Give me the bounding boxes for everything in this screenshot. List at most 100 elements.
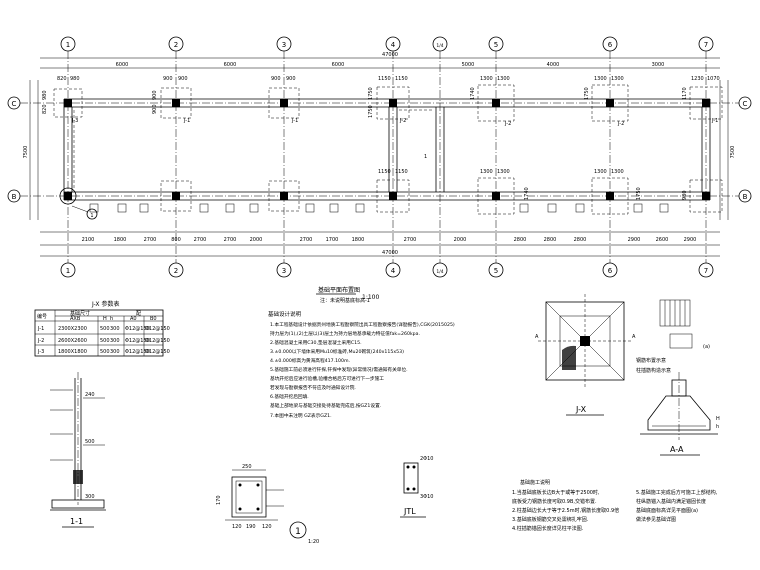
column bbox=[64, 192, 72, 200]
dim: 250 bbox=[242, 464, 252, 470]
th: h bbox=[110, 316, 113, 322]
dim: 1750 bbox=[584, 87, 590, 100]
dim: 1750 bbox=[368, 105, 374, 118]
dim: 2700 bbox=[144, 237, 157, 243]
cell: 500 bbox=[100, 349, 110, 355]
span-dim: 6000 bbox=[224, 62, 237, 68]
total-dim-bottom: 47000 bbox=[382, 250, 398, 256]
dim: 1300 bbox=[594, 169, 607, 175]
dim: 980 bbox=[70, 76, 80, 82]
axis-label: C bbox=[12, 100, 17, 108]
bnote-right: 基础底面标高详见平面图(a) bbox=[636, 507, 698, 514]
footings-row-c bbox=[53, 84, 723, 122]
axis-label: 4 bbox=[391, 41, 396, 49]
bnotes-title: 基础施工说明 bbox=[520, 479, 550, 486]
design-notes: 基础设计说明 1.本工程基础设计依据贵州地质工程勘察院出具工程勘察报告(详勘报告… bbox=[268, 310, 455, 419]
bay-dim-right: 7500 bbox=[730, 146, 736, 159]
column bbox=[172, 99, 180, 107]
footing-tag: J-2 bbox=[399, 118, 406, 124]
dim: 1300 bbox=[480, 76, 493, 82]
bay-dim-left: 7500 bbox=[23, 146, 29, 159]
column bbox=[280, 99, 288, 107]
dim: 2000 bbox=[250, 237, 263, 243]
section-detail-1: 250 120 190 120 170 1 1:20 bbox=[216, 464, 319, 545]
bnote-line: 4.柱插筋锚固长度详见柱平法图. bbox=[512, 525, 584, 532]
dim: 2900 bbox=[628, 237, 641, 243]
detail-text: 柱插筋构造示意 bbox=[636, 367, 671, 374]
cell: Φ12@150 bbox=[125, 326, 150, 332]
jtl-label: JTL bbox=[403, 507, 416, 516]
axis-bubbles-side: C B C B bbox=[7, 96, 752, 203]
dim: 2700 bbox=[404, 237, 417, 243]
rebar: 3Φ10 bbox=[420, 494, 433, 500]
cell: J-3 bbox=[37, 349, 44, 355]
dim: 1740 bbox=[470, 87, 476, 100]
dim: 1300 bbox=[497, 169, 510, 175]
bottom-dims: 2100 1800 2700 800 2700 2700 2000 2700 1… bbox=[82, 237, 697, 243]
column bbox=[702, 99, 710, 107]
axis-label: 4 bbox=[391, 267, 396, 275]
span-dim: 3000 bbox=[652, 62, 665, 68]
dim: 1740 bbox=[524, 187, 530, 200]
dim: 240 bbox=[85, 392, 95, 398]
axis-label: 6 bbox=[608, 267, 613, 275]
aa-mark: h bbox=[716, 424, 719, 430]
dim: 1800 bbox=[352, 237, 365, 243]
total-dim-top: 47000 bbox=[382, 52, 398, 58]
bnote-line: 2.柱基础边长大于等于2.5m时,钢筋长度取0.9倍 bbox=[512, 507, 619, 514]
section-aa: H h A-A bbox=[640, 372, 720, 456]
param-table: J-X 参数表 编号 基础尺寸 配 AXB H h A0 B0 J-1 2300… bbox=[34, 300, 170, 357]
jx-mark: A bbox=[535, 334, 539, 340]
detail-text: 钢筋布置示意 bbox=[636, 357, 666, 364]
aa-mark: H bbox=[716, 416, 720, 422]
dim: 1300 bbox=[611, 169, 624, 175]
axis-label: 2 bbox=[174, 41, 178, 49]
bottom-notes: 基础施工说明 1.当基础底板长边B大于或等于2500时, 底板受力钢筋长度可取0… bbox=[512, 479, 718, 532]
column bbox=[492, 192, 500, 200]
detail-mark: (a) bbox=[703, 344, 710, 350]
aa-label: A-A bbox=[670, 445, 684, 454]
section-jx: A A J-X bbox=[535, 294, 636, 416]
dim: 2800 bbox=[544, 237, 557, 243]
span-dim: 6000 bbox=[332, 62, 345, 68]
dim: 980 bbox=[42, 90, 48, 100]
footing bbox=[689, 86, 723, 120]
note-line: 7.本图中未注明 GZ表示GZ1. bbox=[270, 412, 332, 419]
cell: 300 bbox=[110, 349, 120, 355]
note-line: 1.本工程基础设计依据贵州地质工程勘察院出具工程勘察报告(详勘报告),CGK(2… bbox=[270, 321, 455, 328]
column bbox=[172, 192, 180, 200]
dim: 120 bbox=[262, 524, 272, 530]
footing bbox=[591, 177, 629, 215]
axis-label: 6 bbox=[608, 41, 613, 49]
column bbox=[389, 192, 397, 200]
footing bbox=[160, 87, 192, 119]
cell: J-2 bbox=[37, 338, 44, 344]
dim: 900 bbox=[286, 76, 296, 82]
section-jtl: 2Φ10 3Φ10 JTL bbox=[400, 456, 433, 518]
footing bbox=[376, 86, 410, 120]
cell: 2600X2600 bbox=[58, 338, 87, 344]
notes-title: 基础设计说明 bbox=[268, 310, 302, 318]
dim: 2800 bbox=[574, 237, 587, 243]
cell: Φ12@150 bbox=[145, 349, 170, 355]
footing bbox=[591, 84, 629, 122]
jx-label: J-X bbox=[575, 405, 587, 414]
footing-tag: J-3 bbox=[71, 118, 78, 124]
column bbox=[389, 99, 397, 107]
dim: 980 bbox=[682, 190, 688, 200]
axis-label: 3 bbox=[282, 41, 286, 49]
dim: 1300 bbox=[611, 76, 624, 82]
bnote-right: 5.基础施工完成后方可施工上部结构, bbox=[636, 489, 718, 496]
dimension-chains: 47000 6000 6000 6000 5000 4000 3000 4700… bbox=[23, 52, 736, 257]
footing-dims: 820 980 900 900 900 900 1150 1150 1300 1… bbox=[42, 76, 720, 200]
dim: 170 bbox=[216, 495, 222, 505]
dim: 1230 bbox=[691, 76, 704, 82]
ground-beams bbox=[63, 98, 711, 201]
section-mark-label: 1 bbox=[90, 213, 93, 219]
dim: 1700 bbox=[326, 237, 339, 243]
axis-label: 1 bbox=[66, 41, 70, 49]
cell: Φ12@150 bbox=[125, 349, 150, 355]
column bbox=[606, 192, 614, 200]
dim: 190 bbox=[246, 524, 256, 530]
